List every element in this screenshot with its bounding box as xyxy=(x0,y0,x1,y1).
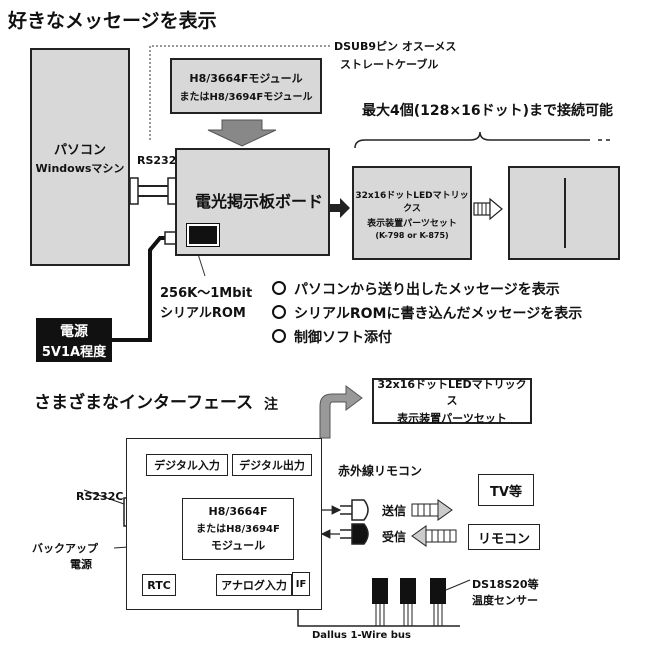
ir-receive-led xyxy=(340,523,369,545)
led-module-1: 32x16ドットLEDマトリックス 表示装置パーツセット (K-798 or K… xyxy=(352,166,472,260)
dsub-dotted-line xyxy=(149,45,330,140)
rs232c-label: RS232C xyxy=(137,154,185,167)
led-set-line2: 表示装置パーツセット xyxy=(397,412,507,425)
rom-line1: 256K～1Mbit xyxy=(160,286,253,301)
one-wire-bus-label: Dallus 1-Wire bus xyxy=(312,630,411,641)
top-heading: 好きなメッセージを表示 xyxy=(8,10,217,32)
board-box: 電光掲示板ボード xyxy=(175,148,330,256)
cpu-line1: H8/3664F xyxy=(208,505,268,518)
temp-sensor-label: 温度センサー xyxy=(472,594,538,607)
bullet-1: パソコンから送り出したメッセージを表示 xyxy=(272,279,560,299)
temp-sensor-1 xyxy=(372,578,388,626)
rom-line2: シリアルROM xyxy=(160,306,246,321)
if-box: IF xyxy=(292,572,310,596)
power-line1: 電源 xyxy=(60,323,88,340)
temp-sensor-2 xyxy=(400,578,416,626)
serial-rom-chip xyxy=(186,223,220,247)
remote-box: リモコン xyxy=(468,524,540,550)
rs232c-bottom-label: RS232C xyxy=(76,490,124,503)
backup-line1: バックアップ xyxy=(32,542,98,555)
module-down-arrow xyxy=(207,119,277,147)
max-brace xyxy=(354,131,590,149)
pc-label-line2: Windowsマシン xyxy=(35,161,125,175)
cpu-line3: モジュール xyxy=(210,539,266,552)
max-connect-label: 最大4個(128×16ドット)まで接続可能 xyxy=(362,103,613,119)
led-set-line1: 32x16ドットLEDマトリックス xyxy=(377,378,527,407)
backup-line2: 電源 xyxy=(70,558,92,571)
digital-in-box: デジタル入力 xyxy=(146,454,228,476)
power-box: 電源 5V1A程度 xyxy=(36,318,112,362)
tv-box: TV等 xyxy=(478,474,534,506)
analog-in-box: アナログ入力 xyxy=(216,574,292,596)
rtc-box: RTC xyxy=(142,574,176,596)
pc-box: パソコン Windowsマシン xyxy=(30,48,130,266)
bent-arrow xyxy=(319,385,363,439)
module-line2: またはH8/3694Fモジュール xyxy=(179,91,313,103)
temp-sensor-3 xyxy=(430,578,446,626)
cpu-line2: またはH8/3694F xyxy=(196,524,280,535)
power-line2: 5V1A程度 xyxy=(41,344,107,360)
dsub-label: DSUB9ピン オスーメス xyxy=(334,40,457,53)
bullet-3: 制御ソフト添付 xyxy=(272,327,392,347)
ds18-label: DS18S20等 xyxy=(472,578,539,591)
bottom-heading: さまざまなインターフェース xyxy=(34,393,254,413)
cable-label: ストレートケーブル xyxy=(340,58,439,71)
module-line1: H8/3664Fモジュール xyxy=(189,71,303,85)
ir-send-led xyxy=(340,499,369,521)
cpu-module-box: H8/3664F またはH8/3694F モジュール xyxy=(182,498,294,560)
send-arrow xyxy=(411,499,453,521)
pc-connector xyxy=(129,177,139,205)
board-label: 電光掲示板ボード xyxy=(195,192,324,211)
bottom-note: 注 xyxy=(264,397,278,413)
receive-arrow xyxy=(411,525,457,547)
led-line3: (K-798 or K-875) xyxy=(375,231,449,240)
receive-label: 受信 xyxy=(382,530,407,544)
bullet-2: シリアルROMに書き込んだメッセージを表示 xyxy=(272,303,582,323)
led-set-box: 32x16ドットLEDマトリックス 表示装置パーツセット xyxy=(372,378,532,425)
pc-label-line1: パソコン xyxy=(53,142,106,158)
digital-out-box: デジタル出力 xyxy=(232,454,312,476)
board-to-led-arrow xyxy=(328,198,350,218)
led-line2: 表示装置パーツセット xyxy=(367,219,457,229)
led-chain-arrow xyxy=(473,197,503,221)
led-module-2 xyxy=(508,166,620,260)
send-label: 送信 xyxy=(382,504,407,518)
h8-module-box: H8/3664Fモジュール またはH8/3694Fモジュール xyxy=(170,58,322,114)
ir-remote-label: 赤外線リモコン xyxy=(338,464,423,478)
led-line1: 32x16ドットLEDマトリックス xyxy=(355,191,469,214)
